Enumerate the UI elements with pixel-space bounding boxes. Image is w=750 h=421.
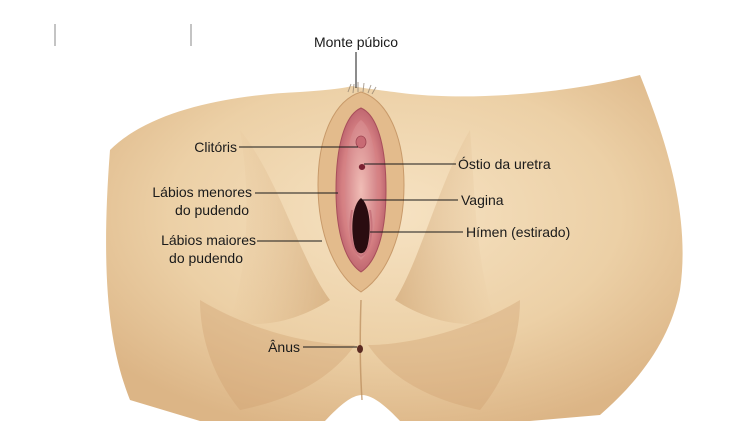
thigh-shadow-right bbox=[395, 130, 495, 324]
hymen-shape bbox=[349, 209, 373, 258]
label-anus: Ânus bbox=[268, 339, 300, 355]
vaginal-opening bbox=[352, 198, 370, 254]
label-monte-pubico: Monte púbico bbox=[314, 34, 398, 50]
label-clitoris: Clitóris bbox=[194, 139, 237, 155]
clitoris-shape bbox=[355, 135, 367, 149]
pubic-hair bbox=[347, 82, 377, 95]
label-labios-maiores-1: Lábios maiores bbox=[161, 232, 256, 248]
label-labios-maiores-2: do pudendo bbox=[169, 250, 243, 266]
label-ostio-uretra: Óstio da uretra bbox=[458, 156, 551, 172]
urethral-orifice-shape bbox=[358, 164, 366, 170]
label-vagina: Vagina bbox=[461, 192, 504, 208]
anus-shape bbox=[357, 345, 363, 353]
buttock-crease-right bbox=[368, 300, 520, 410]
label-labios-menores-2: do pudendo bbox=[175, 202, 249, 218]
label-labios-menores-1: Lábios menores bbox=[152, 184, 252, 200]
buttock-crease-left bbox=[200, 300, 355, 410]
thigh-shadow-left bbox=[230, 130, 330, 324]
label-himen: Hímen (estirado) bbox=[466, 224, 570, 240]
